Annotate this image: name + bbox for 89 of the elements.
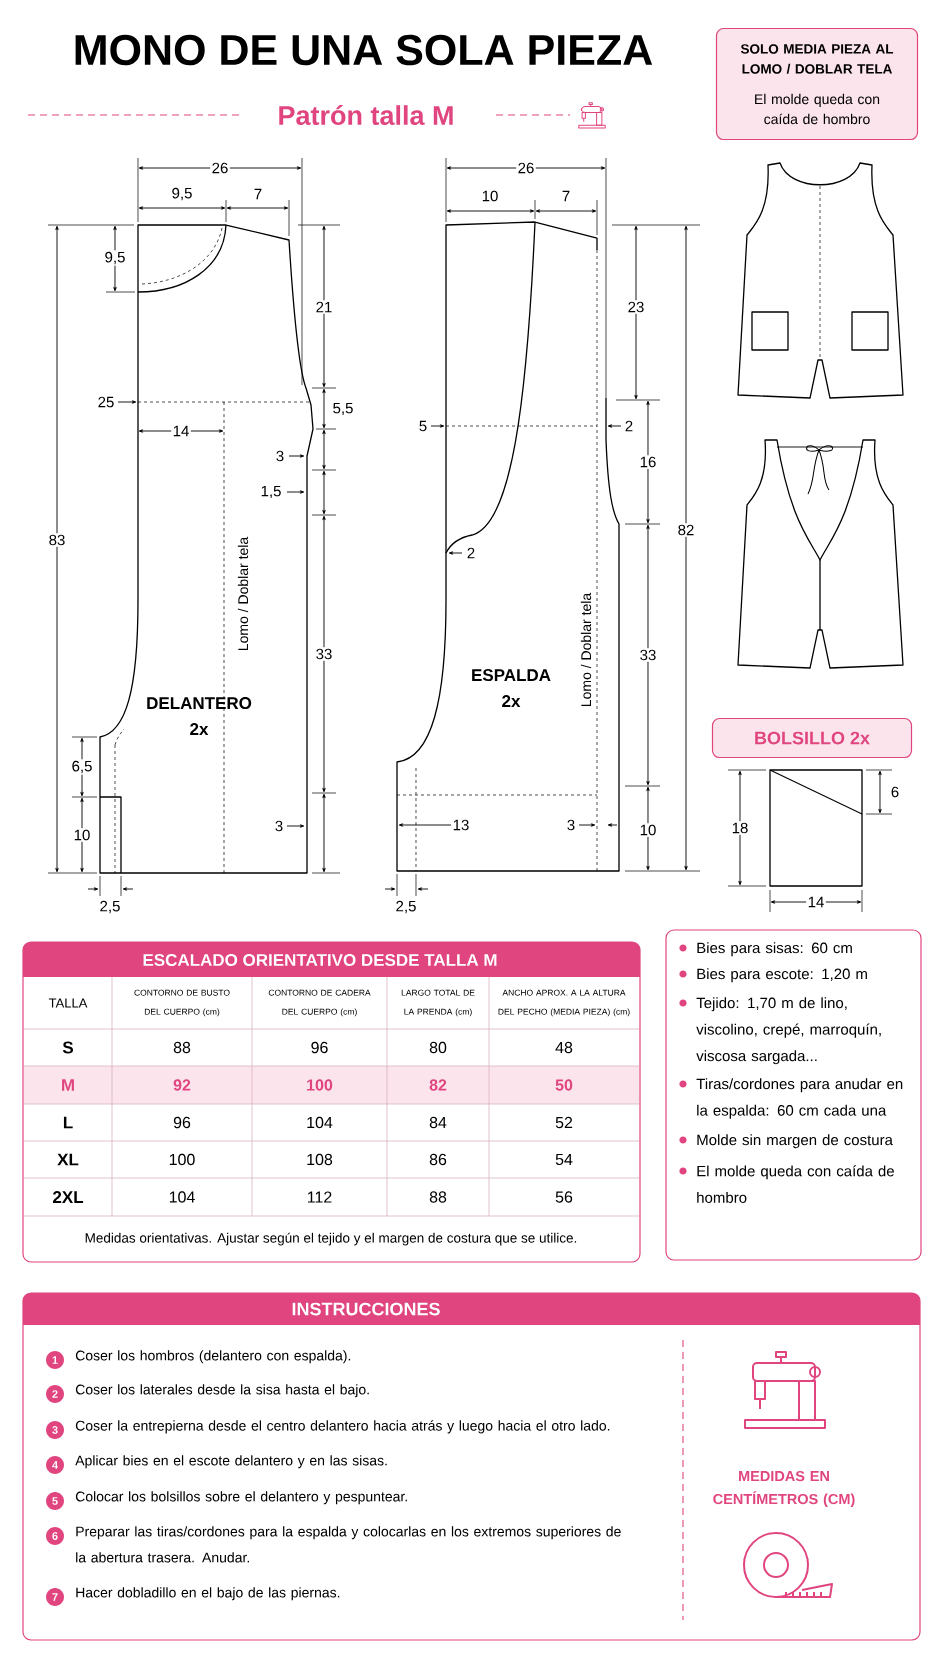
table-cell: 100 [169, 1153, 195, 1166]
dimension-label: 14 [171, 424, 191, 438]
step-text: Preparar las tiras/cordones para la espalda y colocarlas en los extremos superiores de la abertura trasera. Anudar. [76, 1526, 621, 1563]
table-title: ESCALADO ORIENTATIVO DESDE TALLA M [23, 942, 640, 977]
step-number: 5 [46, 1492, 64, 1510]
dimension-label: 1,5 [259, 484, 283, 500]
dimension-label: 26 [516, 161, 536, 175]
table-header: CONTORNO DE BUSTO DEL CUERPO (cm) [134, 989, 230, 1017]
dimension-label: 6 [889, 785, 901, 799]
step-text: Coser los laterales desde la sisa hasta el bajo. [75, 1384, 369, 1398]
table-header: LARGO TOTAL DE LA PRENDA (cm) [401, 989, 475, 1017]
step-text: Coser la entrepierna desde el centro delantero hacia atrás y luego hacia el otro lado. [75, 1420, 610, 1434]
table-cell: 2XL [53, 1191, 84, 1203]
title: MONO DE UNA SOLA PIEZA [75, 34, 653, 66]
note-text: Bies para escote: 1,20 m [697, 968, 867, 983]
piece-label: DELANTERO 2x [147, 697, 252, 735]
dimension-label: 14 [806, 895, 826, 909]
dimension-label: 3 [565, 818, 577, 832]
dimension-label: 9,5 [170, 186, 194, 202]
table-header: CONTORNO DE CADERA DEL CUERPO (cm) [268, 989, 371, 1017]
table-cell: 104 [169, 1191, 195, 1203]
dimension-label: 83 [47, 533, 67, 547]
table-cell: 100 [307, 1079, 333, 1091]
dimension-label: 82 [676, 523, 696, 537]
table-cell: S [62, 1041, 73, 1054]
table-cell: 52 [555, 1116, 573, 1129]
fold-label: Lomo / Doblar tela [237, 536, 249, 651]
note-text: El molde queda con caída de hombro [697, 1165, 894, 1203]
step-number: 4 [46, 1456, 64, 1474]
subtitle: Patrón talla M [275, 103, 457, 128]
table-cell: 92 [173, 1079, 191, 1091]
dimension-label: 10 [638, 823, 658, 837]
dimension-label: 25 [96, 395, 116, 409]
step-text: Coser los hombros (delantero con espalda). [75, 1350, 351, 1364]
table-cell: 104 [307, 1116, 333, 1129]
step-number: 3 [46, 1421, 64, 1439]
table-cell: 96 [173, 1116, 191, 1129]
table-cell: XL [57, 1153, 79, 1166]
info-box: SOLO MEDIA PIEZA AL LOMO / DOBLAR TELA El molde queda con caída de hombro [715, 27, 919, 141]
dimension-label: 2,5 [394, 899, 418, 915]
table-cell: 86 [429, 1153, 447, 1166]
dimension-label: 7 [252, 187, 264, 201]
dimension-label: 13 [451, 818, 471, 832]
dimension-label: 2 [465, 546, 477, 560]
table-cell: 50 [555, 1079, 573, 1091]
dimension-label: 3 [274, 449, 286, 463]
step-number: 1 [46, 1351, 64, 1369]
table-cell: L [63, 1116, 73, 1129]
note-text: Tejido: 1,70 m de lino, viscolino, crepé, marroquín, viscosa sargada... [696, 997, 881, 1065]
table-header: TALLA [48, 998, 88, 1008]
dimension-label: 9,5 [103, 250, 127, 266]
dimension-label: 5,5 [331, 401, 355, 417]
section-band: BOLSILLO 2x [711, 717, 913, 759]
dimension-label: 3 [273, 819, 285, 833]
icon-caption: MEDIDAS EN CENTÍMETROS (CM) [713, 1470, 855, 1508]
table-cell: 96 [311, 1041, 328, 1054]
table-cell: 80 [429, 1041, 447, 1054]
step-number: 7 [46, 1588, 64, 1606]
table-cell: 56 [555, 1191, 573, 1203]
step-number: 6 [46, 1527, 64, 1545]
step-text: Aplicar bies en el escote delantero y en las sisas. [75, 1455, 387, 1469]
table-cell: 84 [429, 1116, 447, 1129]
table-cell: 54 [555, 1153, 573, 1166]
section-header: INSTRUCCIONES [23, 1293, 920, 1325]
step-number: 2 [46, 1385, 64, 1403]
dimension-label: 7 [560, 189, 572, 203]
table-cell: 112 [307, 1191, 332, 1203]
note-text: Molde sin margen de costura [697, 1134, 893, 1149]
table-cell: 88 [429, 1191, 447, 1203]
fold-label: Lomo / Doblar tela [580, 592, 592, 707]
dimension-label: 26 [210, 161, 230, 175]
table-cell: 48 [555, 1041, 573, 1054]
table-cell: 82 [429, 1079, 447, 1091]
table-cell: M [62, 1079, 74, 1091]
step-text: Colocar los bolsillos sobre el delantero y pespuntear. [75, 1491, 407, 1505]
dimension-label: 33 [638, 648, 658, 662]
dimension-label: 10 [480, 189, 500, 203]
table-cell: 108 [307, 1153, 333, 1166]
piece-label: ESPALDA 2x [472, 669, 551, 707]
note-text: Bies para sisas: 60 cm [697, 942, 852, 957]
dimension-label: 16 [638, 455, 658, 469]
dimension-label: 5 [417, 419, 429, 433]
note-text: Tiras/cordones para anudar en la espalda: 60 cm cada una [696, 1078, 903, 1119]
table-cell: 88 [173, 1041, 191, 1054]
dimension-label: 18 [730, 821, 750, 835]
table-note: Medidas orientativas. Ajustar según el tejido y el margen de costura que se utilice. [85, 1232, 577, 1246]
dimension-label: 2,5 [98, 899, 122, 915]
table-header: ANCHO APROX. A LA ALTURA DEL PECHO (MEDIA PIEZA) (cm) [498, 989, 630, 1017]
step-text: Hacer dobladillo en el bajo de las piernas. [76, 1587, 340, 1601]
